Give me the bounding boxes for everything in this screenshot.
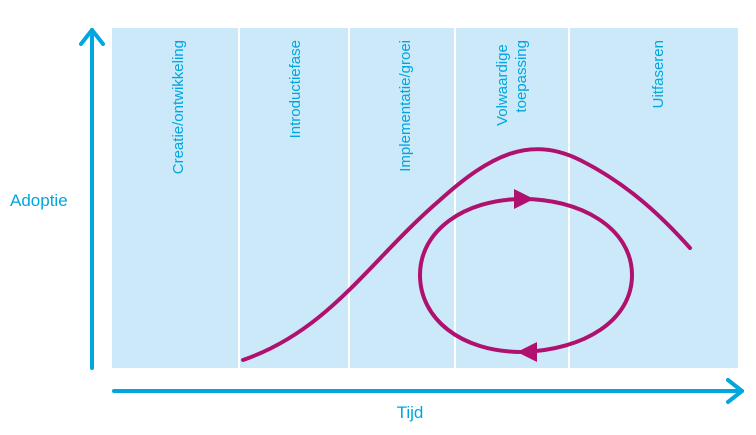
- x-axis-arrowhead: [726, 378, 744, 404]
- phase-label-line: Uitfaseren: [650, 40, 667, 108]
- phase-label-line: Introductiefase: [287, 40, 304, 138]
- cycle-arrowhead-top: [514, 189, 534, 209]
- phase-label-implementatie: Implementatie/groei: [397, 40, 414, 172]
- phase-label-line: toepassing: [513, 40, 530, 113]
- cycle-arrowhead-bottom: [517, 342, 537, 362]
- adoption-curve: [241, 147, 692, 362]
- phase-label-line: Implementatie/groei: [397, 40, 414, 172]
- phase-label-line: Volwaardige: [494, 44, 511, 126]
- x-axis-label: Tijd: [397, 403, 424, 422]
- phase-label-introductie: Introductiefase: [287, 40, 304, 138]
- phase-label-creatie: Creatie/ontwikkeling: [170, 40, 187, 174]
- phase-background: [112, 28, 738, 368]
- y-axis-label: Adoptie: [10, 191, 68, 210]
- phase-label-line: Creatie/ontwikkeling: [170, 40, 187, 174]
- phase-label-uitfaseren: Uitfaseren: [650, 40, 667, 108]
- phase-label-volwaardig: Volwaardige toepassing: [494, 40, 530, 126]
- y-axis-arrowhead: [79, 28, 105, 46]
